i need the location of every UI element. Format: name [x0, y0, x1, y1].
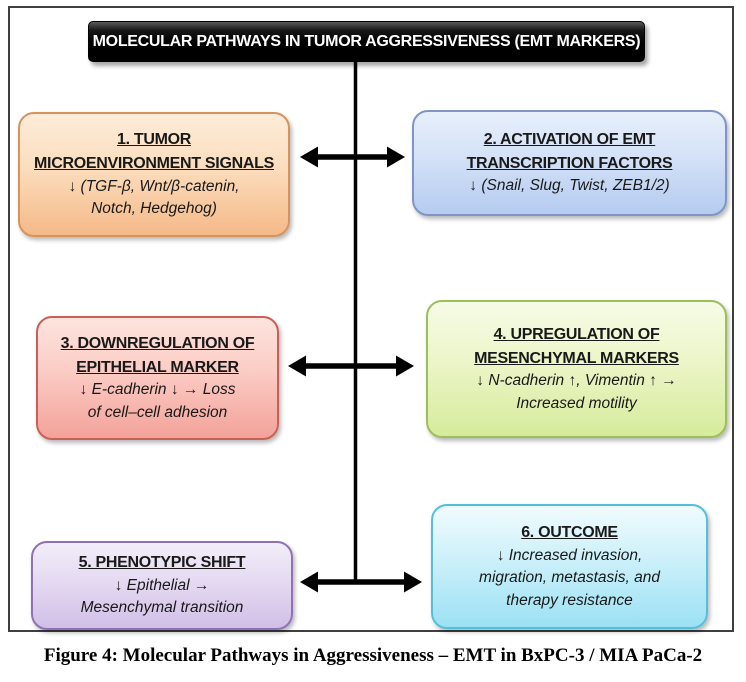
title-banner: MOLECULAR PATHWAYS IN TUMOR AGGRESSIVENE… [88, 21, 645, 62]
box-1-body: ↓ (TGF-β, Wnt/β-catenin, Notch, Hedgehog… [68, 177, 240, 218]
box-1-heading: 1. TUMOR MICROENVIRONMENT SIGNALS [34, 131, 274, 173]
box-6-body: ↓ Increased invasion, migration, metasta… [479, 546, 660, 609]
box-4-body: ↓ N-cadherin ↑, Vimentin ↑ → Increased m… [476, 372, 677, 412]
box-4-heading: 4. UPREGULATION OF MESENCHYMAL MARKERS [474, 325, 679, 367]
box-2-body: ↓ (Snail, Slug, Twist, ZEB1/2) [469, 177, 670, 195]
box-5-heading: 5. PHENOTYPIC SHIFT [78, 554, 246, 572]
pathway-box-1: 1. TUMOR MICROENVIRONMENT SIGNALS ↓ (TGF… [18, 112, 290, 237]
pathway-box-5: 5. PHENOTYPIC SHIFT ↓ Epithelial → Mesen… [31, 541, 293, 630]
box-3-body: ↓ E-cadherin ↓ → Loss of cell–cell adhes… [79, 381, 236, 421]
box-2-heading: 2. ACTIVATION OF EMT TRANSCRIPTION FACTO… [466, 131, 673, 172]
box-3-heading: 3. DOWNREGULATION OF EPITHELIAL MARKER [60, 334, 255, 376]
pathway-box-6: 6. OUTCOME ↓ Increased invasion, migrati… [431, 504, 708, 629]
pathway-box-2: 2. ACTIVATION OF EMT TRANSCRIPTION FACTO… [412, 110, 727, 216]
pathway-box-3: 3. DOWNREGULATION OF EPITHELIAL MARKER ↓… [36, 316, 279, 440]
box-5-body: ↓ Epithelial → Mesenchymal transition [80, 576, 244, 617]
box-6-heading: 6. OUTCOME [521, 523, 618, 541]
figure-caption: Figure 4: Molecular Pathways in Aggressi… [43, 645, 703, 666]
diagram-title: MOLECULAR PATHWAYS IN TUMOR AGGRESSIVENE… [92, 32, 641, 50]
pathway-box-4: 4. UPREGULATION OF MESENCHYMAL MARKERS ↓… [426, 300, 727, 438]
